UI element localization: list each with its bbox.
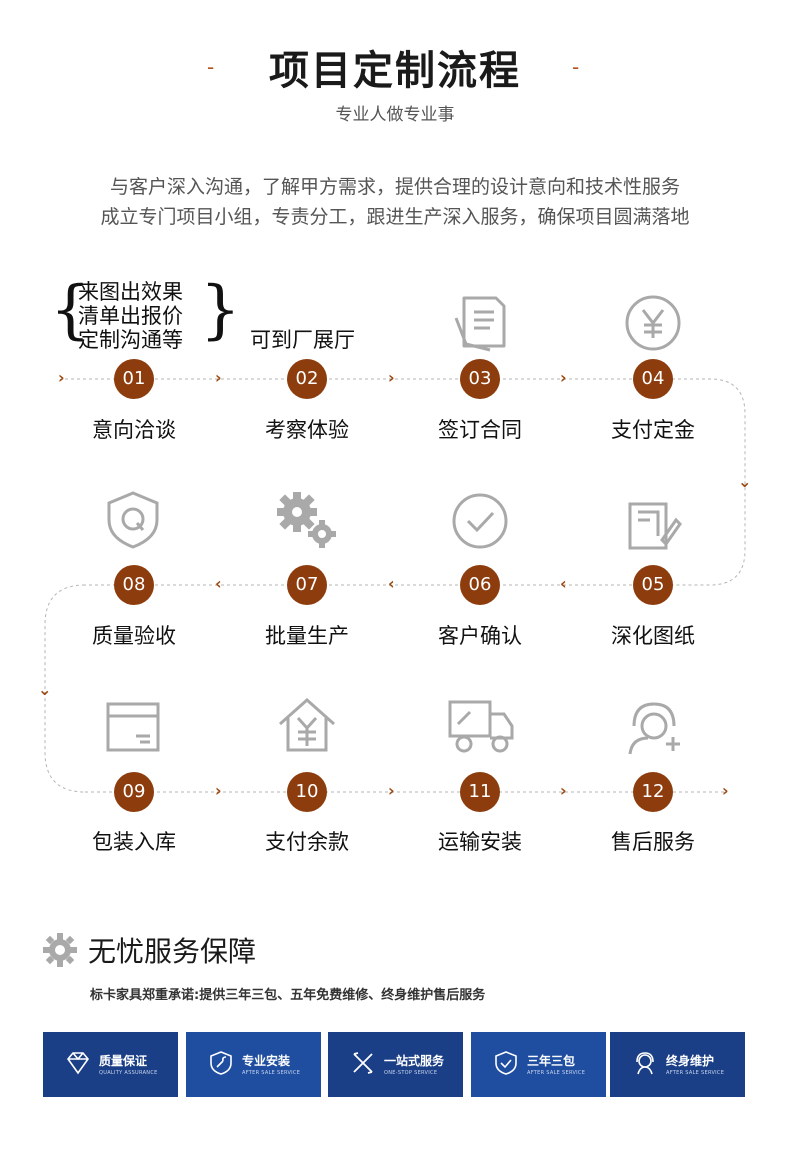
card-lifetime: 终身维护 AFTER SALE SERVICE	[610, 1032, 745, 1097]
card-sub: ONE-STOP SERVICE	[384, 1070, 438, 1076]
step-label: 深化图纸	[611, 624, 695, 648]
page-subtitle: 专业人做专业事	[335, 105, 455, 125]
guarantee-heading: 无忧服务保障	[88, 935, 257, 968]
step-number: 12	[633, 772, 673, 812]
chevron-right-icon: ›	[560, 781, 567, 800]
chevron-right-icon: ›	[388, 368, 395, 387]
headset-icon	[628, 702, 680, 755]
step-label: 签订合同	[438, 418, 522, 442]
card-onestop: 一站式服务 ONE-STOP SERVICE	[328, 1032, 463, 1097]
card-install: 专业安装 AFTER SALE SERVICE	[186, 1032, 321, 1097]
step-label: 意向洽谈	[92, 418, 176, 442]
step-number: 11	[460, 772, 500, 812]
chevron-right-icon: ›	[215, 368, 222, 387]
shield-q-icon	[107, 491, 159, 549]
step-label: 考察体验	[265, 418, 349, 442]
guarantee-promise: 标卡家具郑重承诺:提供三年三包、五年免费维修、终身维护售后服务	[90, 988, 486, 1003]
wrench-icon	[210, 1051, 232, 1075]
step-label: 售后服务	[611, 830, 695, 854]
card-three-guarantee: 三年三包 AFTER SALE SERVICE	[471, 1032, 606, 1097]
house-yuan-icon	[279, 697, 335, 752]
truck-icon	[448, 700, 514, 753]
chevron-right-icon: ›	[58, 368, 65, 387]
yuan-coin-icon	[625, 295, 681, 351]
step-02-note: 可到厂展厅	[250, 328, 355, 352]
card-label: 质量保证	[99, 1054, 148, 1068]
step-number: 04	[633, 359, 673, 399]
diamond-icon	[66, 1052, 90, 1075]
card-sub: QUALITY ASSURANCE	[99, 1070, 158, 1076]
gear-icon	[43, 933, 77, 967]
shield-check-icon	[495, 1051, 517, 1075]
chevron-right-icon: ›	[722, 781, 729, 800]
step-number: 10	[287, 772, 327, 812]
step-label: 客户确认	[438, 624, 522, 648]
tools-icon	[353, 1052, 373, 1074]
card-sub: AFTER SALE SERVICE	[242, 1070, 301, 1076]
intro-line-2: 成立专门项目小组，专责分工，跟进生产深入服务，确保项目圆满落地	[100, 206, 690, 228]
chevron-down-icon: ⌄	[38, 680, 52, 699]
brace-right: }	[200, 273, 241, 347]
chevron-right-icon: ›	[388, 781, 395, 800]
brace-left: {	[50, 273, 91, 347]
title-dash-left: -	[207, 55, 215, 79]
chevron-left-icon: ‹	[560, 574, 567, 593]
support-icon	[636, 1052, 654, 1075]
note-line-2: 清单出报价	[78, 304, 183, 328]
chevron-down-icon: ⌄	[738, 472, 752, 491]
card-sub: AFTER SALE SERVICE	[666, 1070, 725, 1076]
step-label: 支付余款	[265, 830, 349, 854]
card-label: 专业安装	[242, 1054, 291, 1068]
drawing-icon	[628, 502, 682, 550]
chevron-right-icon: ›	[560, 368, 567, 387]
chevron-left-icon: ‹	[215, 574, 222, 593]
step-number: 08	[114, 565, 154, 605]
step-number: 01	[114, 359, 154, 399]
box-icon	[106, 702, 160, 752]
step-label: 批量生产	[265, 624, 349, 648]
step-number: 03	[460, 359, 500, 399]
step-01-notes: { 来图出效果 清单出报价 定制沟通等 }	[50, 274, 241, 352]
card-quality: 质量保证 QUALITY ASSURANCE	[43, 1032, 178, 1097]
step-label: 支付定金	[611, 418, 695, 442]
step-number: 05	[633, 565, 673, 605]
step-label: 包装入库	[92, 830, 176, 854]
step-number: 06	[460, 565, 500, 605]
intro-line-1: 与客户深入沟通，了解甲方需求，提供合理的设计意向和技术性服务	[109, 176, 680, 198]
note-line-3: 定制沟通等	[78, 328, 183, 352]
card-sub: AFTER SALE SERVICE	[527, 1070, 586, 1076]
card-label: 一站式服务	[384, 1054, 445, 1068]
step-number: 02	[287, 359, 327, 399]
step-number: 07	[287, 565, 327, 605]
chevron-right-icon: ›	[215, 781, 222, 800]
chevron-left-icon: ‹	[388, 574, 395, 593]
card-label: 终身维护	[666, 1054, 715, 1068]
step-number: 09	[114, 772, 154, 812]
page-title: 项目定制流程	[269, 48, 521, 94]
step-label: 质量验收	[92, 624, 176, 648]
note-line-1: 来图出效果	[78, 280, 183, 304]
contract-icon	[454, 296, 506, 352]
gears-icon	[277, 492, 336, 548]
check-circle-icon	[452, 493, 508, 549]
step-label: 运输安装	[438, 830, 522, 854]
title-dash-right: -	[572, 55, 580, 79]
card-label: 三年三包	[527, 1054, 576, 1068]
